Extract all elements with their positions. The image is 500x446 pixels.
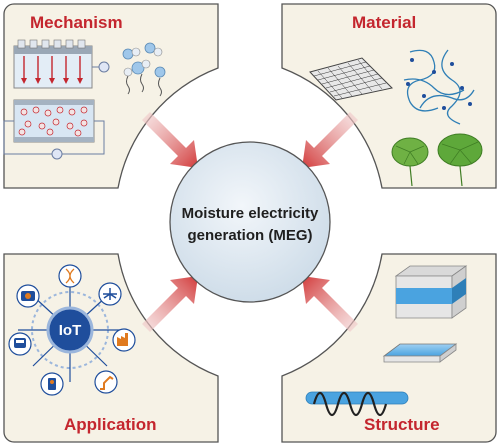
- water-molecules-icon: [122, 42, 166, 97]
- camera-icon: [16, 284, 40, 308]
- bus-icon: [8, 332, 32, 356]
- polymer-network-icon: [403, 49, 475, 125]
- mechanism-device-bottom: [3, 99, 105, 160]
- factory-icon: [112, 328, 136, 352]
- arrow-application: [142, 276, 198, 332]
- iot-hub-label: IoT: [59, 322, 82, 339]
- application-title: Application: [64, 415, 157, 434]
- center-label-line1: Moisture electricity: [182, 205, 319, 222]
- mechanism-title: Mechanism: [30, 13, 123, 32]
- arrow-material: [302, 112, 358, 168]
- graphene-sheet-icon: [309, 57, 394, 101]
- structure-title: Structure: [364, 415, 440, 434]
- fiber-1d-icon: [305, 391, 409, 417]
- iot-hub: IoT: [18, 278, 122, 382]
- arrow-structure: [302, 276, 358, 332]
- dna-icon: [58, 264, 82, 288]
- robot-arm-icon: [94, 370, 118, 394]
- mechanism-device-top: [13, 39, 110, 89]
- airplane-icon: [98, 282, 122, 306]
- center-label-line2: generation (MEG): [187, 227, 312, 244]
- leaf-large-icon: [437, 133, 483, 187]
- block-3d-icon: [394, 265, 468, 319]
- phone-touch-icon: [40, 372, 64, 396]
- leaf-small-icon: [391, 137, 429, 187]
- meg-center-circle: [169, 141, 331, 303]
- material-title: Material: [352, 13, 416, 32]
- application-panel: [3, 253, 219, 443]
- film-2d-icon: [382, 343, 458, 363]
- arrow-mechanism: [142, 112, 198, 168]
